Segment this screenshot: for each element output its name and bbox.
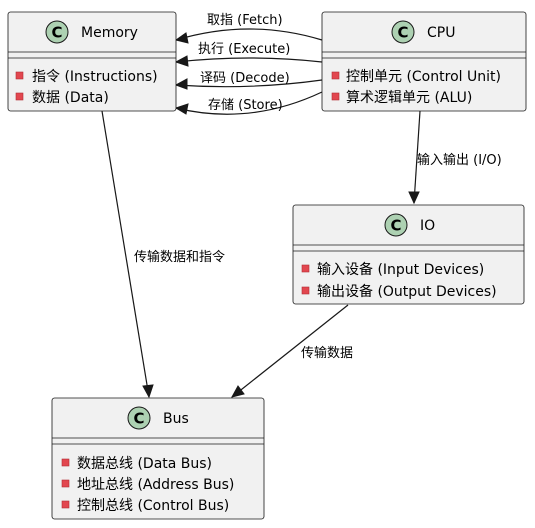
edge-store-arrowhead bbox=[174, 103, 189, 115]
class-io-attr: 输入设备 (Input Devices) bbox=[317, 261, 484, 278]
edge-io-bus-arrowhead bbox=[231, 385, 245, 398]
class-cpu-circle-icon bbox=[391, 20, 415, 44]
class-memory-attr: 指令 (Instructions) bbox=[32, 69, 158, 85]
class-io-attr: 输出设备 (Output Devices) bbox=[317, 283, 497, 300]
class-bus-attr: 控制总线 (Control Bus) bbox=[77, 498, 229, 514]
class-bus-box bbox=[51, 397, 265, 520]
edge-memory-bus bbox=[101, 110, 150, 398]
class-memory-c-glyph: C bbox=[51, 24, 62, 42]
label-io-bus: 传输数据 bbox=[301, 345, 353, 361]
class-bus-attr: 地址总线 (Address Bus) bbox=[77, 477, 234, 493]
attribute-bullet-icon bbox=[331, 71, 340, 80]
edge-labels: 取指 (Fetch) 执行 (Execute) 译码 (Decode) 存储 (… bbox=[134, 13, 502, 361]
class-cpu-name: CPU bbox=[427, 25, 455, 41]
class-bus[interactable]: C Bus 数据总线 (Data Bus) 地址总线 (Address Bus)… bbox=[51, 397, 265, 520]
label-fetch: 取指 (Fetch) bbox=[207, 13, 283, 28]
class-cpu-attr: 控制单元 (Control Unit) bbox=[346, 69, 501, 85]
edge-execute-arrowhead bbox=[174, 55, 189, 67]
label-decode: 译码 (Decode) bbox=[200, 71, 290, 86]
edge-io-bus bbox=[231, 304, 349, 398]
class-memory-name: Memory bbox=[81, 25, 138, 41]
edge-memory-bus-arrowhead bbox=[142, 384, 154, 399]
attribute-bullet-icon bbox=[61, 479, 70, 488]
class-io-circle-icon bbox=[384, 213, 408, 237]
class-bus-circle-icon bbox=[127, 406, 151, 430]
attribute-bullet-icon bbox=[61, 458, 70, 467]
class-io-c-glyph: C bbox=[390, 217, 401, 235]
label-execute: 执行 (Execute) bbox=[198, 42, 290, 57]
class-bus-attr: 数据总线 (Data Bus) bbox=[77, 456, 212, 472]
edge-cpu-io-arrowhead bbox=[408, 191, 420, 205]
class-memory-attr: 数据 (Data) bbox=[32, 90, 109, 106]
edge-fetch-arrowhead bbox=[174, 32, 189, 44]
attribute-bullet-icon bbox=[15, 71, 24, 80]
class-cpu[interactable]: C CPU 控制单元 (Control Unit) 算术逻辑单元 (ALU) bbox=[321, 11, 527, 112]
edges bbox=[101, 28, 421, 399]
attribute-bullet-icon bbox=[15, 92, 24, 101]
label-store: 存储 (Store) bbox=[208, 98, 283, 113]
class-cpu-attr: 算术逻辑单元 (ALU) bbox=[346, 90, 472, 106]
edge-fetch bbox=[175, 28, 323, 41]
class-bus-c-glyph: C bbox=[133, 410, 144, 428]
label-memory-bus: 传输数据和指令 bbox=[134, 249, 225, 265]
attribute-bullet-icon bbox=[301, 264, 310, 273]
attribute-bullet-icon bbox=[301, 286, 310, 295]
edge-decode-arrowhead bbox=[174, 78, 188, 90]
edge-decode bbox=[175, 79, 323, 88]
class-io[interactable]: C IO 输入设备 (Input Devices) 输出设备 (Output D… bbox=[292, 204, 525, 305]
attribute-bullet-icon bbox=[61, 500, 70, 509]
class-io-box bbox=[292, 204, 525, 305]
class-memory[interactable]: C Memory 指令 (Instructions) 数据 (Data) bbox=[7, 11, 177, 112]
class-cpu-c-glyph: C bbox=[397, 24, 408, 42]
attribute-bullet-icon bbox=[331, 92, 340, 101]
class-io-name: IO bbox=[420, 218, 435, 234]
class-cpu-box bbox=[321, 11, 527, 112]
class-bus-name: Bus bbox=[163, 411, 189, 427]
label-cpu-io: 输入输出 (I/O) bbox=[417, 152, 502, 168]
class-memory-circle-icon bbox=[45, 20, 69, 44]
edge-store bbox=[175, 91, 323, 115]
edge-execute bbox=[175, 57, 323, 63]
edge-cpu-io bbox=[413, 110, 421, 204]
